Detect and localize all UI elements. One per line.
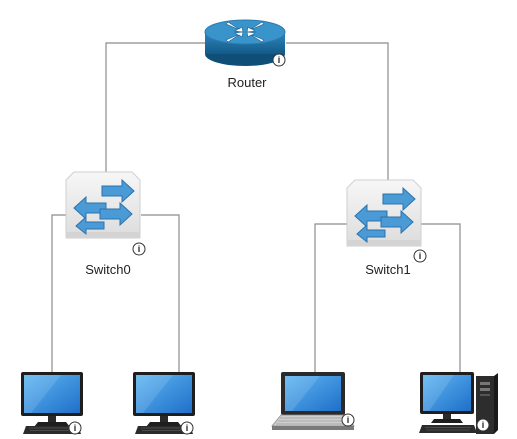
info-badge[interactable]	[180, 421, 194, 435]
info-badge[interactable]	[476, 418, 490, 432]
switch1-label: Switch1	[365, 262, 411, 277]
switch0-node[interactable]	[65, 171, 146, 256]
link-switch1-laptop	[314, 223, 348, 374]
info-badge[interactable]	[68, 421, 82, 435]
link-switch0-pc1	[141, 214, 180, 372]
switch-icon	[346, 179, 422, 247]
router-icon	[204, 19, 286, 66]
desktop-node[interactable]	[419, 372, 498, 434]
links	[51, 42, 461, 374]
switch1-node[interactable]	[346, 179, 427, 263]
switch0-label: Switch0	[85, 262, 131, 277]
pc1-node[interactable]	[132, 371, 196, 435]
pc0-node[interactable]	[20, 371, 84, 435]
info-badge[interactable]	[413, 249, 427, 263]
link-router-switch0	[105, 42, 208, 175]
info-badge[interactable]	[341, 413, 355, 427]
switch-icon	[65, 171, 141, 239]
link-router-switch1	[286, 42, 389, 180]
laptop-icon	[271, 372, 355, 430]
link-switch1-desktop	[420, 223, 461, 374]
info-badge[interactable]	[272, 53, 286, 67]
info-badge[interactable]	[132, 242, 146, 256]
router-label: Router	[227, 75, 267, 90]
router-node[interactable]	[204, 19, 286, 67]
link-switch0-pc0	[51, 214, 67, 372]
laptop-node[interactable]	[271, 372, 355, 430]
